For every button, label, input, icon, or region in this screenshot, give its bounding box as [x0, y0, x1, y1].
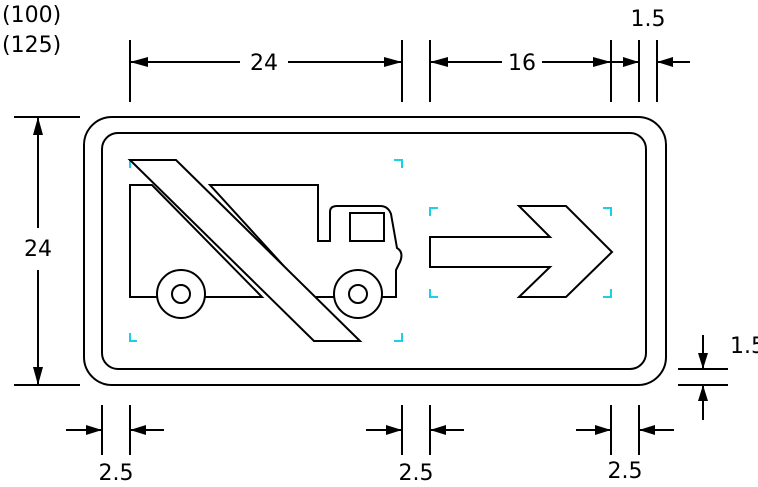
truck-rear-wheel-icon: [156, 269, 206, 319]
dimension-left-height: 24: [14, 116, 80, 386]
dimension-bottom-middle-gap: 2.5: [366, 405, 464, 486]
sign-outer-border: [83, 116, 667, 386]
sign-inner-border: [101, 132, 647, 370]
right-arrow-icon: [429, 205, 614, 298]
truck-body-icon: [129, 184, 265, 298]
dimension-label-top-left: 24: [250, 51, 278, 76]
dimension-top-left-width: 24: [129, 40, 403, 102]
truck-window-icon: [349, 212, 385, 242]
dimension-right-border: 1.5: [678, 334, 758, 420]
dimension-top-arrow-width: 16: [429, 40, 612, 102]
dimension-label-bottom-right: 2.5: [608, 459, 643, 484]
dimension-label-left: 24: [24, 237, 52, 262]
scale-note-line1: (100): [2, 3, 61, 28]
arrow-alignment-marks: [429, 207, 612, 298]
dimension-top-right-border: 1.5: [611, 7, 690, 102]
dimension-label-bottom-middle: 2.5: [399, 461, 434, 486]
dimension-label-bottom-left: 2.5: [99, 461, 134, 486]
dimension-label-right: 1.5: [730, 334, 758, 359]
dimension-label-top-right: 1.5: [631, 7, 666, 32]
dimension-bottom-right-margin: 2.5: [576, 405, 674, 484]
dimension-label-top-arrow: 16: [508, 51, 536, 76]
scale-note-line2: (125): [2, 33, 61, 58]
no-trucks-symbol: [127, 159, 403, 342]
truck-front-wheel-icon: [333, 269, 383, 319]
prohibition-slash-icon: [127, 159, 363, 342]
dimension-bottom-left-margin: 2.5: [66, 405, 164, 486]
